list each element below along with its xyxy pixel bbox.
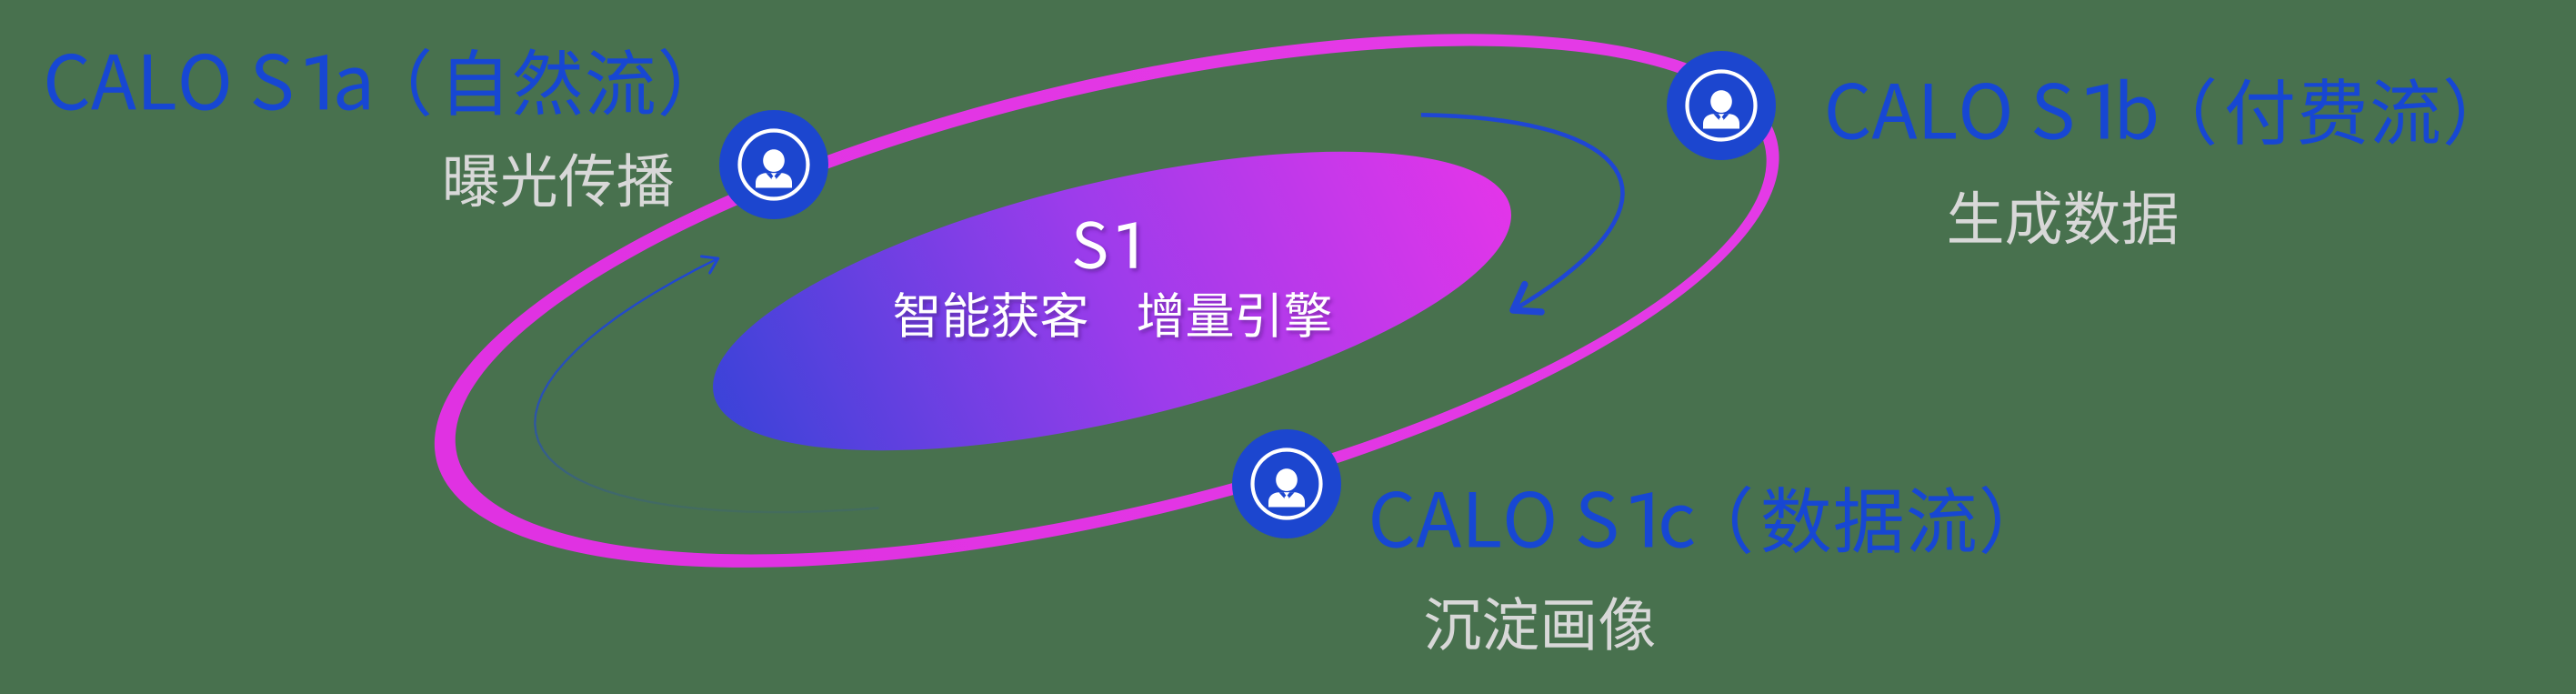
satellite-subtitle <box>1950 190 2177 246</box>
satellite-title <box>1372 485 2000 555</box>
satellite-title <box>1828 76 2464 146</box>
satellite-node-ring <box>1250 448 1323 520</box>
satellite-subtitle <box>1425 596 1655 651</box>
core-text <box>894 221 1331 337</box>
satellite-title <box>47 47 679 116</box>
satellite-node-ring <box>737 128 810 201</box>
satellite-node-ring <box>1685 69 1758 142</box>
core-title <box>1074 221 1137 269</box>
core-subtitle <box>894 291 1331 337</box>
satellite-subtitle <box>446 153 674 207</box>
flow-arrow-right <box>1420 113 1625 316</box>
flow-arrow-left <box>534 255 879 514</box>
satellite-group <box>47 47 828 219</box>
satellite-group <box>1667 51 2464 246</box>
core-ellipse <box>713 151 1511 451</box>
satellite-group <box>1232 429 2000 651</box>
